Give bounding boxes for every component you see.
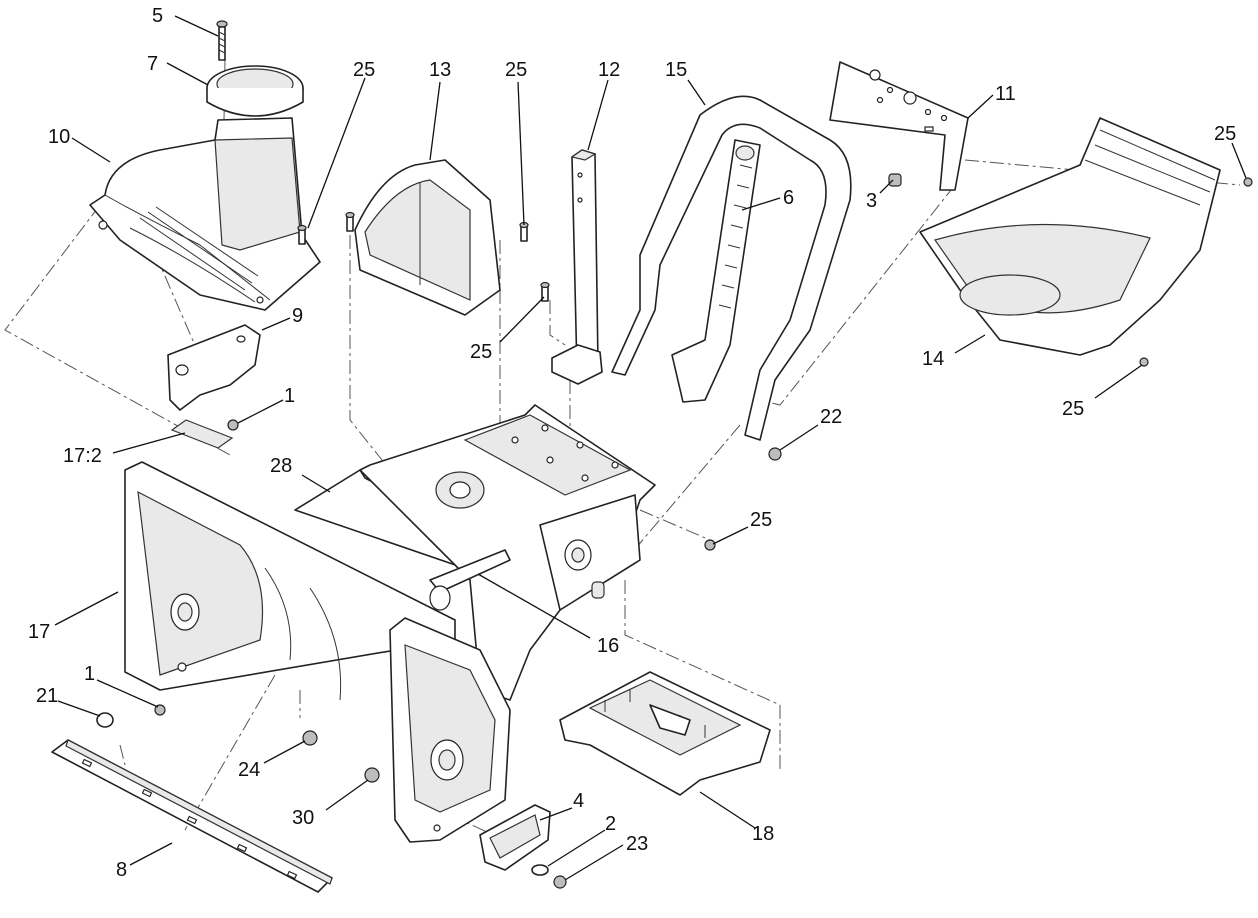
part-skid-plate [559, 671, 771, 796]
callout-25-frame-side: 25 [750, 509, 772, 531]
callout-17-2: 17:2 [63, 445, 102, 467]
callout-16: 16 [597, 635, 619, 657]
callout-leader-lines [54, 15, 1247, 881]
part-skid-shoe [479, 804, 551, 871]
part-lower-housing [919, 117, 1221, 356]
callout-12: 12 [598, 59, 620, 81]
callout-13: 13 [429, 59, 451, 81]
part-scraper-bar [51, 739, 333, 893]
part-auger-housing [124, 461, 456, 701]
callout-21: 21 [36, 685, 58, 707]
part-discharge-chute [89, 117, 321, 311]
part-frame [294, 404, 656, 701]
part-chute-rack [671, 139, 761, 403]
part-handle-frame [611, 95, 852, 441]
callout-18: 18 [752, 823, 774, 845]
callout-24: 24 [238, 759, 260, 781]
callout-6: 6 [783, 187, 794, 209]
callout-1-housing: 1 [84, 663, 95, 685]
part-side-plate [389, 617, 511, 843]
callout-25-cover-bolt: 25 [505, 59, 527, 81]
callout-9: 9 [292, 305, 303, 327]
callout-14: 14 [922, 348, 944, 370]
callout-11: 11 [995, 83, 1016, 105]
callout-15: 15 [665, 59, 687, 81]
callout-2: 2 [605, 813, 616, 835]
callout-25-post-bolt: 25 [470, 341, 492, 363]
callout-25-housing-bottom: 25 [1062, 398, 1084, 420]
part-screw [216, 20, 228, 61]
callout-25-chute-bolt: 25 [353, 59, 375, 81]
callout-30: 30 [292, 807, 314, 829]
part-gasket-pad [170, 419, 234, 449]
callout-4: 4 [573, 790, 584, 812]
callout-28: 28 [270, 455, 292, 477]
part-knob [96, 712, 114, 728]
callout-25-housing-top: 25 [1214, 123, 1236, 145]
callout-labels: 5 7 10 25 13 25 12 15 6 11 3 25 9 25 1 1… [28, 5, 1236, 881]
part-mounting-plate [829, 61, 969, 191]
callout-23: 23 [626, 833, 648, 855]
callout-7: 7 [147, 53, 158, 75]
callout-17: 17 [28, 621, 50, 643]
part-bolts [154, 173, 1253, 889]
part-chute-post [551, 149, 603, 385]
callout-10: 10 [48, 126, 70, 148]
callout-8: 8 [116, 859, 127, 881]
part-belt-cover [354, 159, 501, 316]
part-ring [206, 65, 304, 117]
callout-1-bracket: 1 [284, 385, 295, 407]
callout-22: 22 [820, 406, 842, 428]
part-chute-bracket [167, 324, 261, 411]
callout-3: 3 [866, 190, 877, 212]
callout-5: 5 [152, 5, 163, 27]
